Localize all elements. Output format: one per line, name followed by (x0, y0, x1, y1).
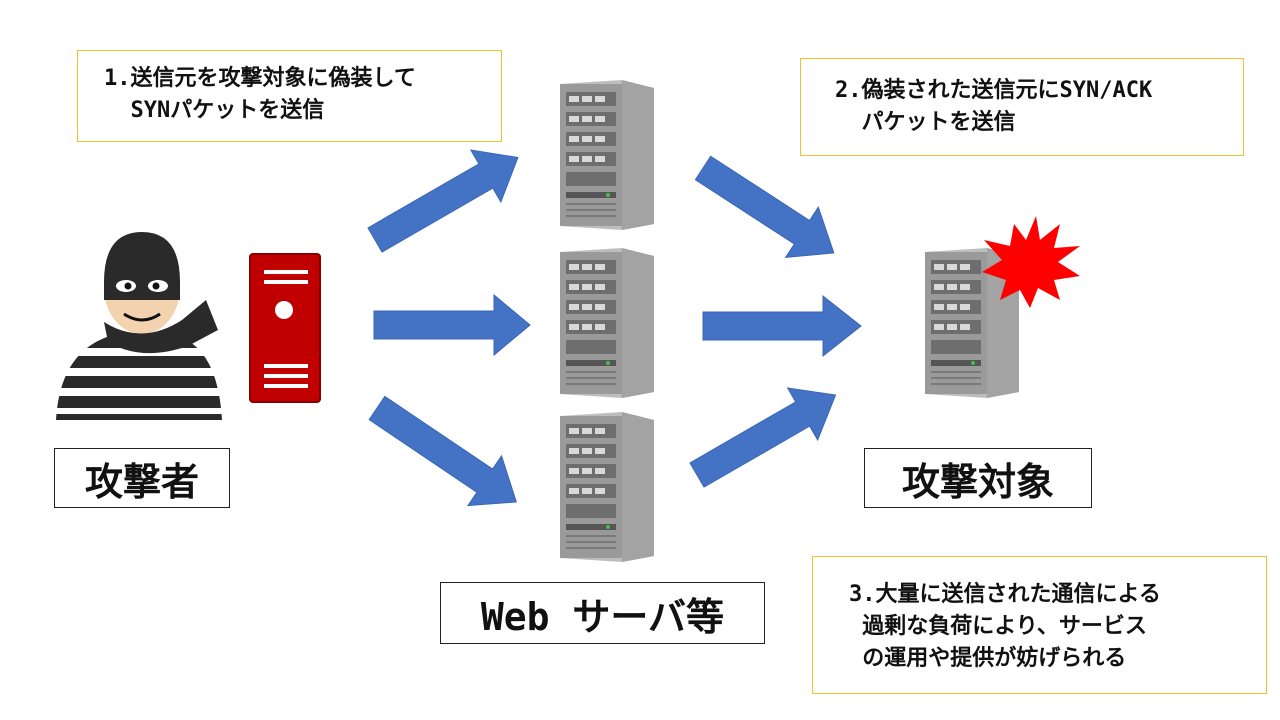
note-step3-line3: の運用や提供が妨げられる (849, 646, 1127, 671)
server-rack-icon (559, 247, 655, 399)
server-rack-icon (559, 411, 655, 563)
explosion-burst-icon (982, 216, 1080, 308)
note-step1-line1: 1.送信元を攻撃対象に偽装して (104, 66, 416, 91)
note-step2: 2.偽装された送信元にSYN/ACK パケットを送信 (800, 58, 1244, 156)
note-step3-line1: 3.大量に送信された通信による (849, 582, 1161, 607)
label-attacker: 攻撃者 (54, 448, 230, 508)
label-target: 攻撃対象 (864, 448, 1092, 508)
note-step2-line1: 2.偽装された送信元にSYN/ACK (835, 78, 1153, 103)
arrow-to-target-bottom (689, 387, 837, 488)
note-step2-line2: パケットを送信 (835, 110, 1016, 135)
note-step1-line2: SYNパケットを送信 (104, 98, 325, 123)
red-tower-pc-icon (249, 253, 321, 403)
note-step1: 1.送信元を攻撃対象に偽装して SYNパケットを送信 (77, 50, 502, 142)
thief-icon (56, 232, 222, 420)
note-step3-line2: 過剰な負荷により、サービス (849, 614, 1147, 639)
arrow-to-server-middle (373, 293, 531, 357)
server-rack-icon (559, 79, 655, 231)
label-web-servers: Web サーバ等 (440, 582, 765, 644)
arrow-to-target-top (694, 155, 835, 259)
arrow-to-target-middle (702, 294, 862, 358)
arrow-to-server-top (367, 149, 519, 253)
arrow-to-server-bottom (368, 395, 517, 507)
note-step3: 3.大量に送信された通信による 過剰な負荷により、サービス の運用や提供が妨げら… (812, 556, 1267, 694)
